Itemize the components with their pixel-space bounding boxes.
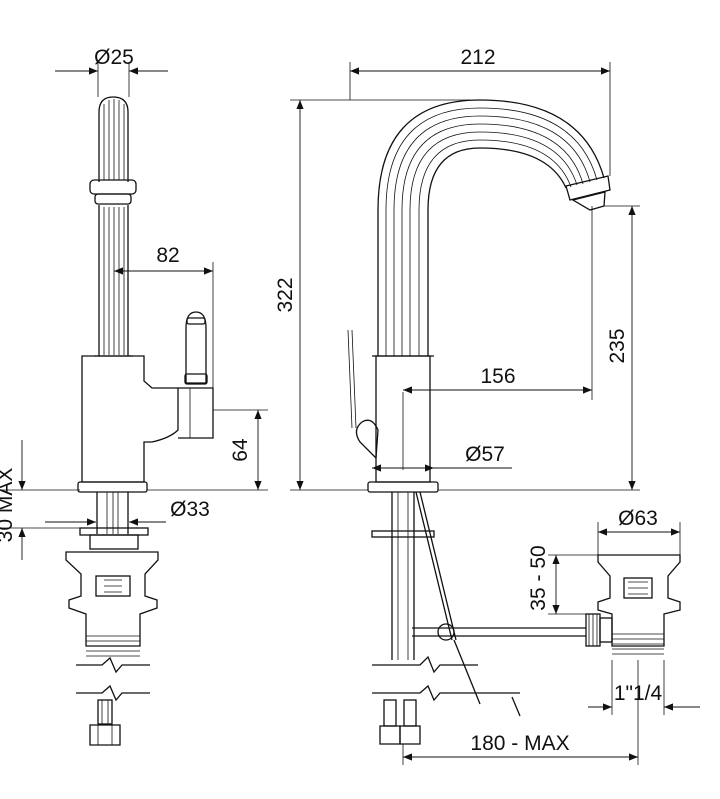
dim-label-235: 235 — [606, 328, 629, 363]
dim-label-322: 322 — [274, 277, 297, 312]
dim-label-1-1-4: 1"1/4 — [614, 682, 663, 705]
dim-label-180-max: 180 - MAX — [470, 732, 569, 755]
front-spout — [372, 99, 611, 357]
side-body — [77, 311, 214, 493]
front-popup-waste — [585, 554, 681, 655]
dim-label-156: 156 — [480, 365, 515, 388]
side-view — [0, 62, 268, 746]
dim-label-212: 212 — [460, 46, 495, 69]
dim-label-diameter-57: Ø57 — [465, 443, 505, 466]
front-body — [347, 329, 439, 493]
front-view — [290, 62, 700, 765]
dim-label-diameter-33: Ø33 — [170, 498, 210, 521]
dim-label-64: 64 — [229, 438, 252, 462]
dim-label-35-50: 35 - 50 — [527, 545, 550, 610]
dim-label-30-max: 30 MAX — [0, 468, 17, 543]
dim-label-82: 82 — [156, 244, 179, 267]
side-fixing-assembly — [65, 492, 159, 746]
dim-label-diameter-25: Ø25 — [94, 46, 134, 69]
side-dimensions — [0, 62, 268, 560]
dimension-labels: Ø25 212 82 322 235 156 64 Ø57 Ø33 30 MAX… — [0, 46, 662, 755]
dim-label-diameter-63: Ø63 — [618, 507, 658, 530]
front-fixing-assembly — [371, 491, 586, 745]
side-spout-column — [89, 96, 137, 357]
front-dimensions — [290, 62, 700, 765]
